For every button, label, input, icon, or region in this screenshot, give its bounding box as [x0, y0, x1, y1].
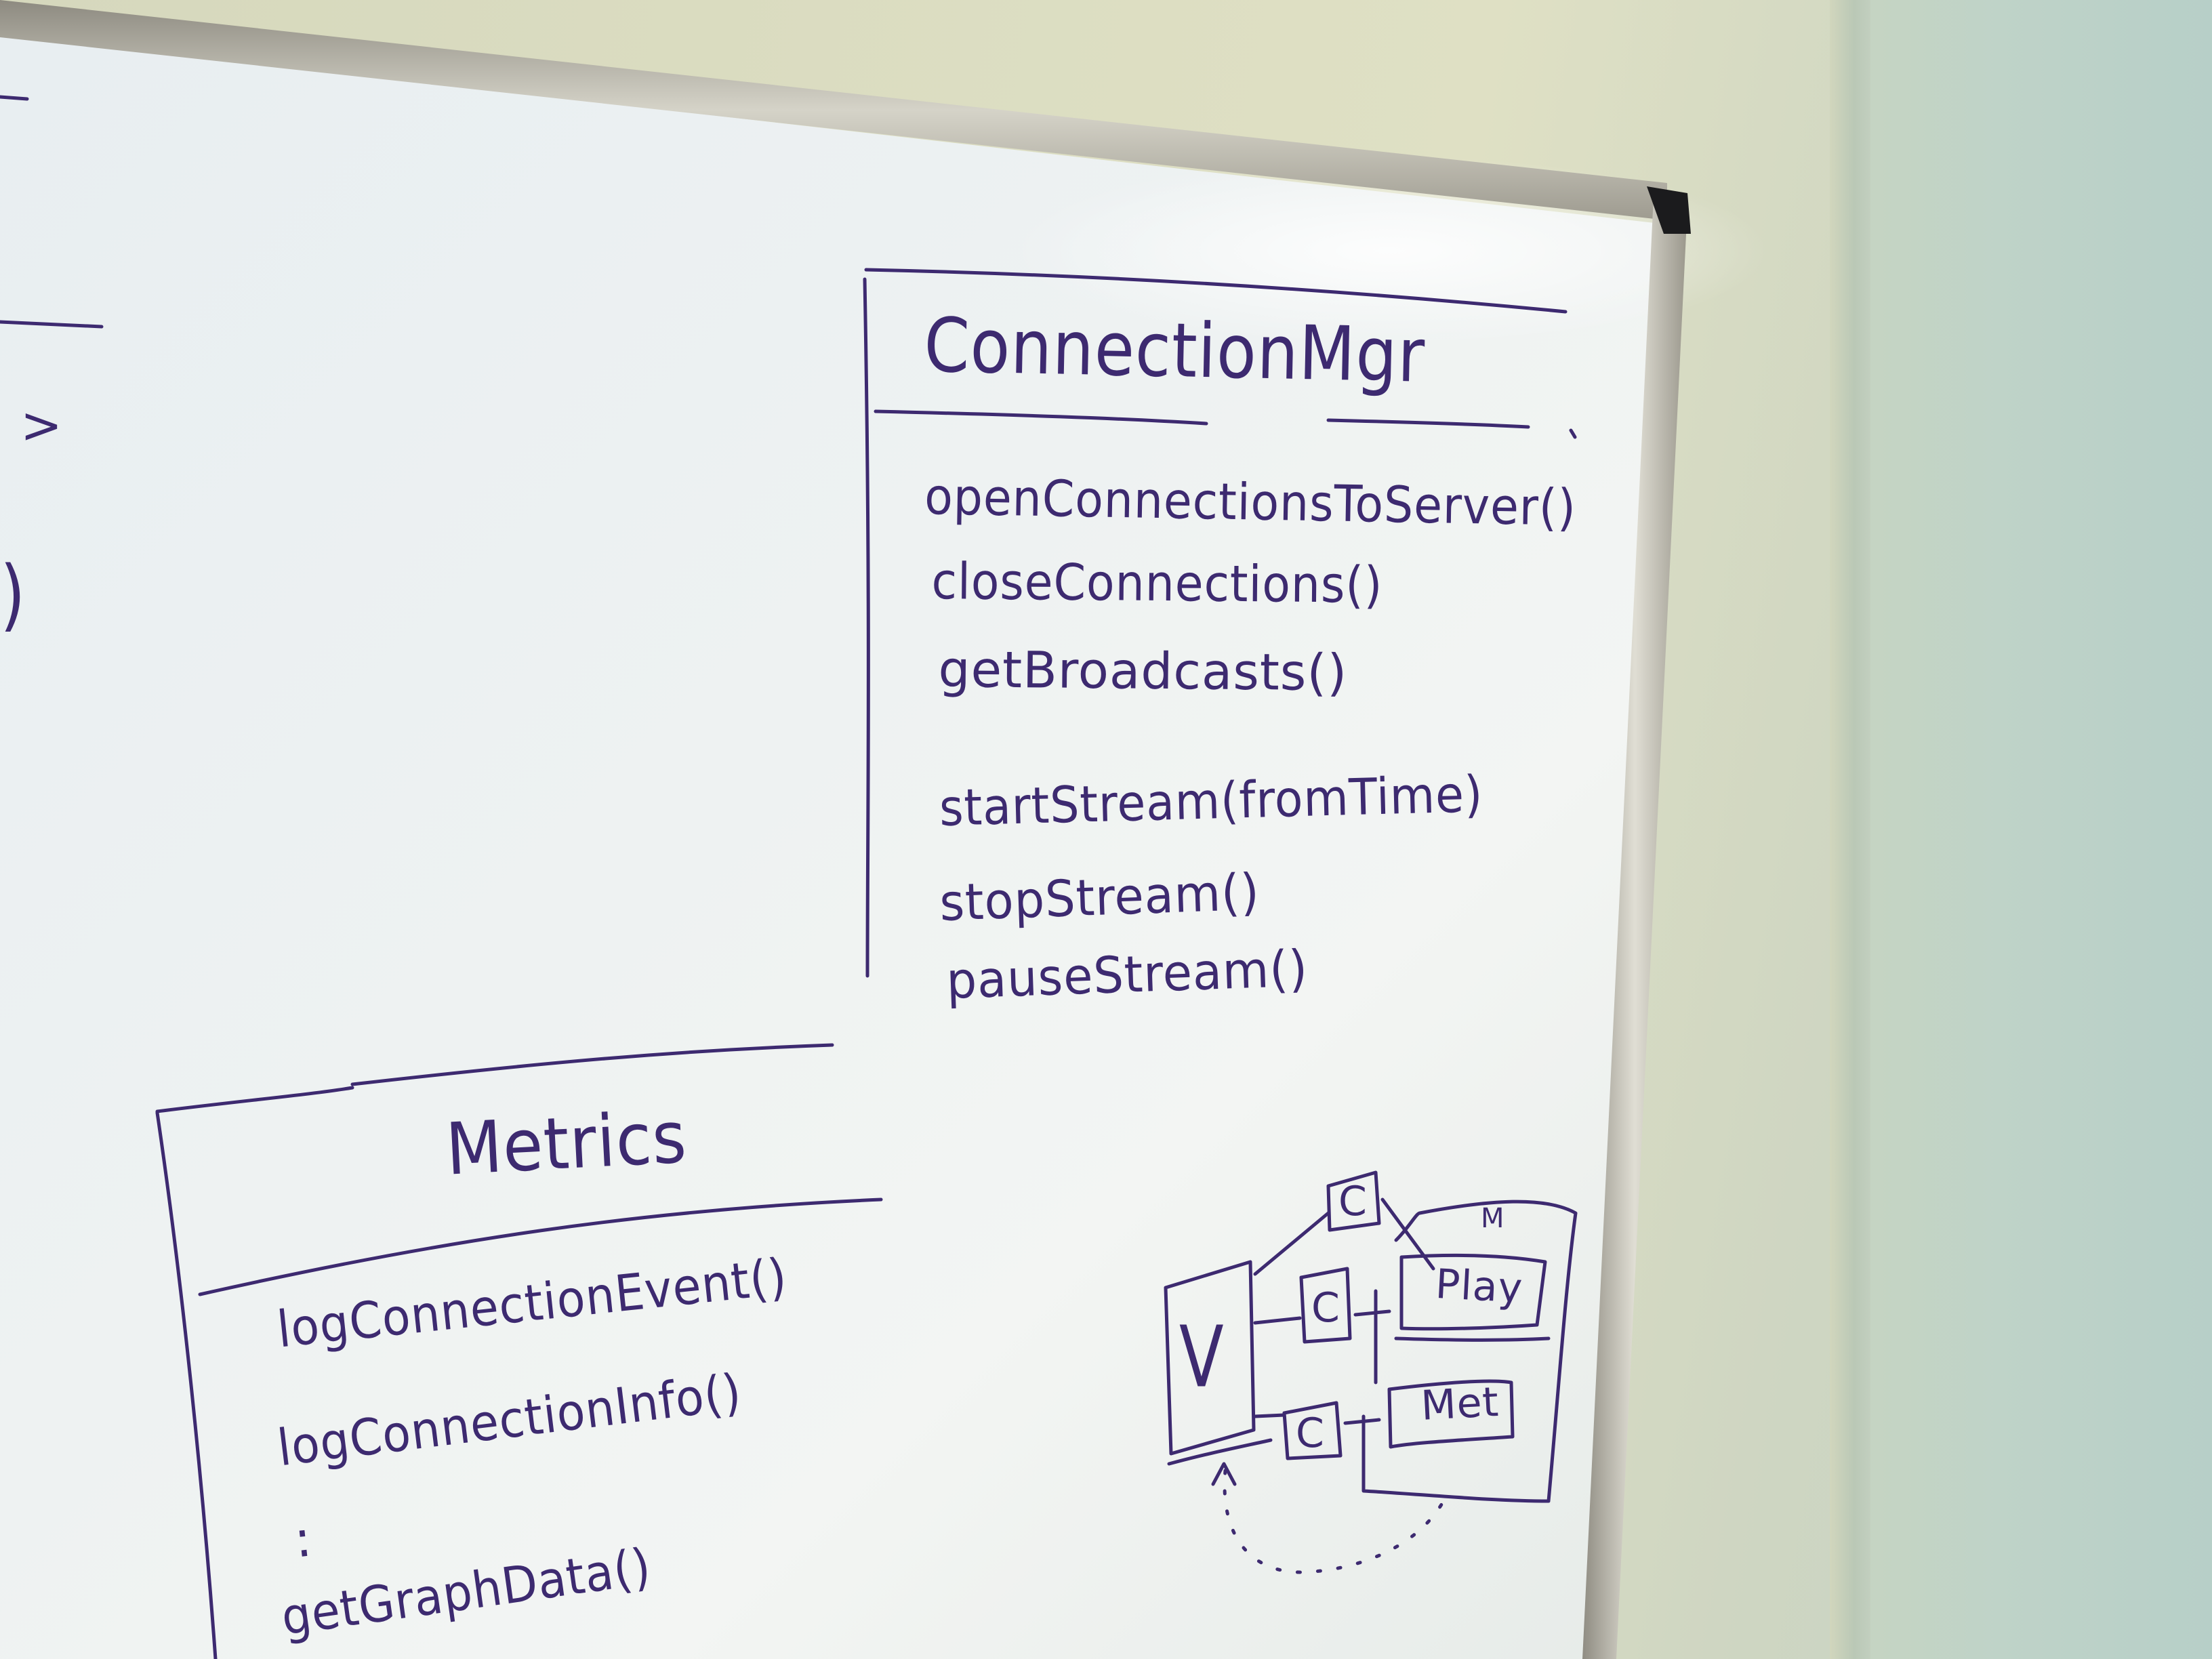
connection-mgr-method-1: openConnectionsToServer() — [924, 468, 1577, 537]
left-edge-mark-1: > — [20, 396, 64, 455]
diagram-connector-v-c3 — [1253, 1413, 1286, 1418]
architecture-diagram — [1164, 1170, 1578, 1574]
diagram-dotted-arrow — [1223, 1469, 1446, 1574]
left-edge-line-1 — [0, 95, 29, 101]
connection-mgr-box — [863, 268, 1577, 978]
connection-mgr-title: ConnectionMgr — [923, 302, 1427, 400]
diagram-label-m: M — [1481, 1203, 1505, 1234]
connection-mgr-method-3: getBroadcasts() — [938, 640, 1348, 703]
left-edge-mark-2: ) — [0, 549, 26, 640]
connection-mgr-divider-right — [1326, 418, 1530, 429]
connection-mgr-method-5: stopStream() — [939, 863, 1261, 933]
diagram-play-underline — [1394, 1336, 1551, 1342]
diagram-label-c3: C — [1296, 1410, 1325, 1457]
metrics-box — [155, 1043, 883, 1659]
diagram-connector-c2-play — [1353, 1309, 1391, 1317]
diagram-v-box — [1164, 1260, 1256, 1456]
diagram-c-box-1 — [1326, 1170, 1381, 1232]
diagram-v-box-base — [1167, 1438, 1273, 1466]
metrics-top-line-1 — [155, 1086, 354, 1113]
metrics-top-line-2 — [350, 1043, 834, 1086]
connection-mgr-left-line — [863, 277, 870, 978]
diagram-m-container — [1361, 1200, 1578, 1503]
diagram-label-c2: C — [1311, 1284, 1340, 1332]
diagram-met-box — [1387, 1379, 1515, 1449]
metrics-title: Metrics — [444, 1095, 689, 1192]
board-surface — [0, 34, 1660, 1659]
diagram-label-met: Met — [1420, 1378, 1500, 1430]
diagram-play-box — [1399, 1253, 1547, 1331]
door-frame — [1830, 0, 1870, 1659]
diagram-label-play: Play — [1434, 1261, 1524, 1313]
wall-right — [1857, 0, 2212, 1659]
left-edge-marks — [0, 95, 104, 329]
board-frame-top — [0, 0, 1667, 220]
board-frame-right — [1582, 197, 1687, 1659]
diagram-c-box-3 — [1282, 1401, 1343, 1460]
diagram-arrow-head — [1211, 1462, 1237, 1486]
connection-mgr-top-line — [864, 268, 1568, 314]
diagram-label-c1: C — [1338, 1178, 1368, 1225]
connection-mgr-divider-left — [874, 409, 1208, 426]
left-edge-line-2 — [0, 320, 104, 329]
board-corner-cap — [1647, 186, 1691, 234]
diagram-connector-v-c1 — [1253, 1211, 1330, 1276]
metrics-left-line — [155, 1111, 218, 1659]
diagram-connector-v-c2 — [1253, 1316, 1302, 1325]
connection-mgr-method-2: closeConnections() — [931, 552, 1383, 615]
metrics-divider — [198, 1197, 883, 1296]
connection-mgr-dot — [1569, 428, 1577, 439]
diagram-label-v: V — [1179, 1308, 1225, 1407]
diagram-c-box-2 — [1299, 1267, 1352, 1344]
